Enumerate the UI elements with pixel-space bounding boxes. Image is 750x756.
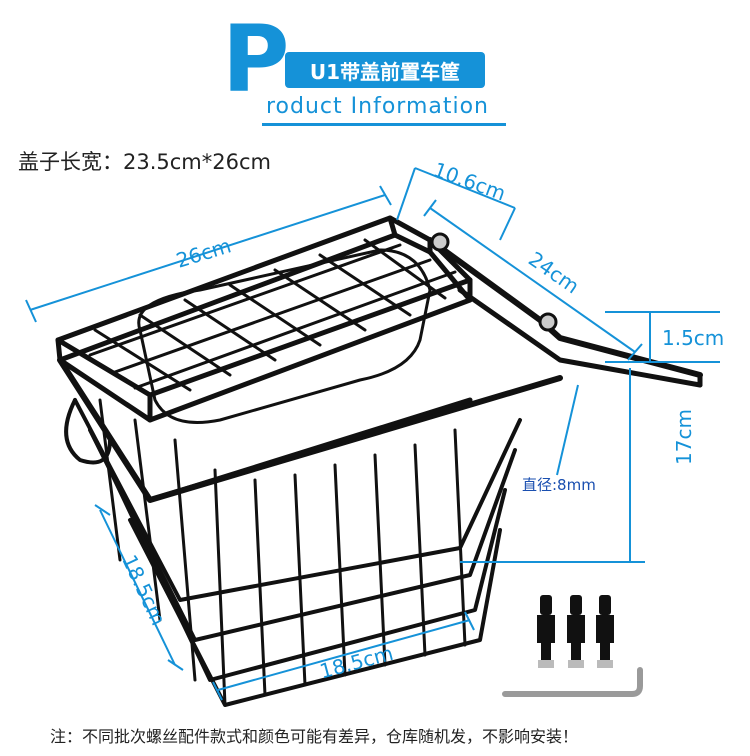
- dim-bottom-depth: 18.5cm: [117, 551, 170, 629]
- lid-size-label: 盖子长宽：23.5cm*26cm: [18, 150, 271, 174]
- screw-icon: [567, 595, 585, 668]
- dim-diameter: 直径:8mm: [522, 476, 596, 494]
- product-information-subtitle: roduct Information: [266, 94, 489, 119]
- screw-icon: [537, 595, 555, 668]
- dim-bracket-offset: 1.5cm: [662, 326, 724, 350]
- dim-top-length: 26cm: [173, 233, 234, 272]
- screw-accessories: [502, 595, 643, 697]
- dimension-lines: [25, 167, 720, 701]
- dim-side-length: 24cm: [524, 247, 584, 299]
- dim-height: 17cm: [672, 409, 696, 465]
- dim-top-depth: 10.6cm: [430, 157, 509, 205]
- product-title-badge: U1带盖前置车筐: [285, 52, 485, 88]
- header-underline: [262, 123, 506, 126]
- screw-icon: [596, 595, 614, 668]
- footnote: 注：不同批次螺丝配件款式和颜色可能有差异，仓库随机发，不影响安装！: [50, 727, 579, 746]
- header-big-p: P: [222, 6, 290, 113]
- basket-drawing: [55, 215, 703, 707]
- hex-key-icon: [502, 667, 643, 697]
